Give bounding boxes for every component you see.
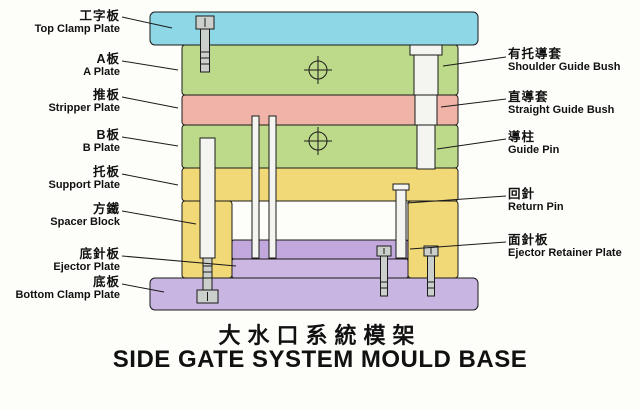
bottom-clamp-plate: [149, 277, 479, 311]
label-bottom-clamp-plate-zh: 底板: [92, 275, 120, 289]
bottom-left-screw: [196, 257, 219, 304]
label-guide-pin-en: Guide Pin: [508, 144, 560, 156]
leader-line: [121, 96, 179, 109]
label-stripper-plate: 推板 Stripper Plate: [48, 89, 120, 115]
label-straight-guide-bush: 直導套 Straight Guide Bush: [508, 91, 614, 117]
leader-line: [121, 255, 237, 267]
label-top-clamp-plate-zh: 工字板: [79, 9, 120, 23]
label-shoulder-guide-bush: 有托導套 Shoulder Guide Bush: [508, 48, 620, 74]
left-guide-pin: [199, 137, 216, 259]
leader-line: [121, 173, 179, 186]
label-guide-pin-zh: 導柱: [508, 130, 536, 144]
label-top-clamp-plate: 工字板 Top Clamp Plate: [35, 10, 120, 36]
leader-line: [440, 98, 507, 108]
label-bottom-clamp-plate-en: Bottom Clamp Plate: [15, 289, 120, 301]
label-support-plate-zh: 托板: [92, 165, 120, 179]
label-top-clamp-plate-en: Top Clamp Plate: [34, 23, 120, 35]
label-shoulder-guide-bush-zh: 有托導套: [508, 47, 563, 61]
guide-pin: [416, 124, 436, 170]
ejector-pin-left: [251, 115, 260, 259]
top-left-screw: [195, 15, 215, 73]
label-straight-guide-bush-en: Straight Guide Bush: [508, 104, 615, 116]
leader-line: [121, 210, 197, 225]
ejector-screw-left: [376, 245, 392, 297]
label-return-pin-en: Return Pin: [508, 201, 564, 213]
label-a-plate-zh: A板: [96, 52, 120, 66]
label-return-pin-zh: 回針: [508, 187, 536, 201]
label-ejector-plate: 底針板 Ejector Plate: [53, 248, 120, 274]
label-spacer-block-zh: 方鐵: [92, 202, 120, 216]
label-shoulder-guide-bush-en: Shoulder Guide Bush: [508, 61, 621, 73]
ejector-screw-right: [423, 245, 439, 297]
leader-line: [121, 136, 179, 147]
label-spacer-block-en: Spacer Block: [50, 216, 120, 228]
return-pin: [392, 183, 410, 259]
leader-line: [409, 241, 507, 250]
label-spacer-block: 方鐵 Spacer Block: [50, 203, 120, 229]
label-straight-guide-bush-zh: 直導套: [508, 90, 549, 104]
label-a-plate: A板 A Plate: [83, 53, 120, 79]
diagram-title-en: SIDE GATE SYSTEM MOULD BASE: [112, 346, 528, 373]
label-ejector-retainer-plate: 面針板 Ejector Retainer Plate: [508, 234, 622, 260]
label-bottom-clamp-plate: 底板 Bottom Clamp Plate: [15, 276, 120, 302]
label-stripper-plate-zh: 推板: [92, 88, 120, 102]
leader-line: [121, 283, 165, 293]
leader-line: [436, 138, 507, 150]
label-ejector-plate-en: Ejector Plate: [53, 261, 120, 273]
label-guide-pin: 導柱 Guide Pin: [508, 131, 559, 157]
shoulder-guide-bush: [413, 54, 439, 96]
crosshair-marker-b-plate: [304, 127, 332, 155]
label-ejector-plate-zh: 底針板: [79, 247, 120, 261]
label-support-plate-en: Support Plate: [48, 179, 120, 191]
label-support-plate: 托板 Support Plate: [48, 166, 120, 192]
crosshair-marker-a-plate: [304, 56, 332, 84]
diagram-title-zh: 大水口系統模架: [218, 323, 422, 348]
leader-line: [406, 195, 507, 204]
label-stripper-plate-en: Stripper Plate: [48, 102, 120, 114]
label-return-pin: 回針 Return Pin: [508, 188, 564, 214]
label-b-plate-en: B Plate: [82, 142, 120, 154]
straight-guide-bush: [414, 94, 438, 126]
label-a-plate-en: A Plate: [83, 66, 120, 78]
shoulder-guide-bush-flange: [409, 44, 443, 56]
leader-line: [121, 16, 173, 29]
support-plate: [181, 167, 459, 202]
label-ejector-retainer-plate-en: Ejector Retainer Plate: [508, 247, 622, 259]
leader-line: [121, 60, 179, 71]
leader-line: [442, 56, 507, 67]
ejector-pin-right: [268, 115, 277, 259]
label-b-plate-zh: B板: [96, 128, 120, 142]
label-ejector-retainer-plate-zh: 面針板: [508, 233, 549, 247]
label-b-plate: B板 B Plate: [83, 129, 120, 155]
guide-pin-assembly: [409, 44, 443, 170]
